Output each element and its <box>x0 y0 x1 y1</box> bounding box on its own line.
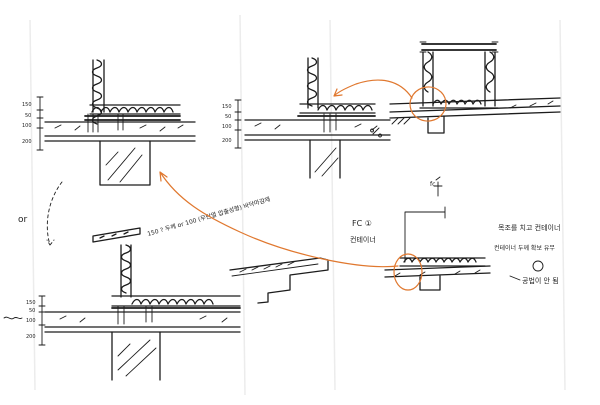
detail-1-slab <box>44 121 196 142</box>
detail-3-slab-hatch <box>509 100 554 109</box>
right-note-circle-icon <box>532 260 544 272</box>
detail-4-floor-insulation <box>111 295 241 307</box>
right-notes: 목조를 치고 컨테이너 컨테이너 두께 확보 유무 공법이 안 됨 <box>494 223 560 285</box>
right-note-3: 공법이 안 됨 <box>522 276 559 285</box>
highlight-circle-icon-2 <box>393 253 423 291</box>
detail-2-dim-50: 50 <box>225 114 231 120</box>
detail-3-container-frame <box>389 41 561 134</box>
detail-2-slab-hatch <box>254 122 378 131</box>
detail-2-wall-floor-section: 150 50 100 200 <box>222 57 391 179</box>
paper-fold-lines <box>29 14 566 396</box>
detail-1-dim-line <box>36 96 44 151</box>
detail-2-slab <box>244 119 391 141</box>
detail-2-footing <box>309 139 341 179</box>
or-dashed-arc <box>46 181 63 246</box>
detail-1-footing-hatch <box>105 147 143 183</box>
or-mark: or <box>18 215 28 225</box>
curved-arrow-icon-2 <box>159 171 399 268</box>
detail-3-beam-flanges <box>419 41 499 53</box>
detail-2-dim-line <box>234 99 242 149</box>
detail-1-base-plate <box>84 115 181 121</box>
detail-1-dim-200: 200 <box>22 139 32 145</box>
detail-2-footing-hatch <box>314 147 339 177</box>
detail-3-ground-hatch <box>391 117 411 125</box>
detail-5-footing <box>419 275 441 291</box>
fc-note: FC ① <box>352 219 372 228</box>
detail-2-anchors <box>323 113 337 133</box>
detail-1-wall-floor-section: 150 50 100 200 <box>22 59 196 186</box>
detail-2-dim-150: 150 <box>222 104 232 110</box>
slab-note-group: 150 ? 두께 or 100 (무단열 압출성형) 바닥마감재 <box>92 195 271 243</box>
container-note: 컨테이너 <box>350 235 376 244</box>
detail-4-dim-150: 150 <box>26 300 36 306</box>
detail-4-slab-hatch <box>59 315 228 323</box>
detail-2-dim-100: 100 <box>222 124 232 130</box>
orange-annotations <box>159 79 447 291</box>
highlight-circle-icon-1 <box>409 86 447 122</box>
detail-1-floor-insulation <box>89 104 181 115</box>
right-note-2: 컨테이너 두께 확보 유무 <box>494 244 555 252</box>
detail-4-side-scribble <box>3 316 23 320</box>
curved-arrow-icon-1 <box>333 79 413 99</box>
top-mark: fc <box>430 181 435 188</box>
detail-1-dim-150: 150 <box>22 102 32 108</box>
detail-4-slab <box>44 311 241 333</box>
detail-2-dim-200: 200 <box>222 138 232 144</box>
detail-1-anchors <box>87 113 124 133</box>
detail-3-slab <box>389 97 561 119</box>
detail-1-footing <box>99 140 151 186</box>
detail-4-footing <box>111 331 161 381</box>
detail-4-footing-hatch <box>117 339 157 377</box>
detail-4-wall-insulation <box>120 244 132 298</box>
detail-3-left-wall <box>422 51 434 107</box>
detail-3-right-wall <box>484 51 496 107</box>
detail-5-frame-top <box>404 206 446 263</box>
detail-1-slab-hatch <box>54 124 184 132</box>
detail-1-dim-50: 50 <box>25 113 31 119</box>
detail-4-dim-200: 200 <box>26 334 36 340</box>
detail-4-dim-50: 50 <box>29 308 35 314</box>
detail-5-fc-section: fc FC ① 컨테이너 <box>350 176 491 291</box>
detail-5-crane-hook <box>433 176 443 197</box>
detail-3-top-beam <box>421 43 497 51</box>
detail-4-wall-floor-section: 150 50 100 200 <box>3 244 241 381</box>
detail-4-dim-100: 100 <box>26 318 36 324</box>
detail-3-footing <box>427 115 445 134</box>
detail-2-wall-insulation <box>306 57 319 109</box>
or-mark-group: or <box>18 181 63 246</box>
detail-2-pct-mark <box>370 127 382 138</box>
detail-5-floor-insulation <box>399 257 486 267</box>
slab-note-sketch <box>92 227 141 243</box>
right-note-pointer <box>509 275 521 281</box>
detail-2-floor-insulation <box>299 103 376 114</box>
detail-1-dim-100: 100 <box>22 123 32 129</box>
stepped-slab-sketch <box>229 257 329 304</box>
detail-4-dim-line <box>38 295 46 346</box>
detail-4-anchors <box>117 305 153 325</box>
right-note-1: 목조를 치고 컨테이너 <box>498 223 560 232</box>
detail-5-slab <box>384 265 491 278</box>
